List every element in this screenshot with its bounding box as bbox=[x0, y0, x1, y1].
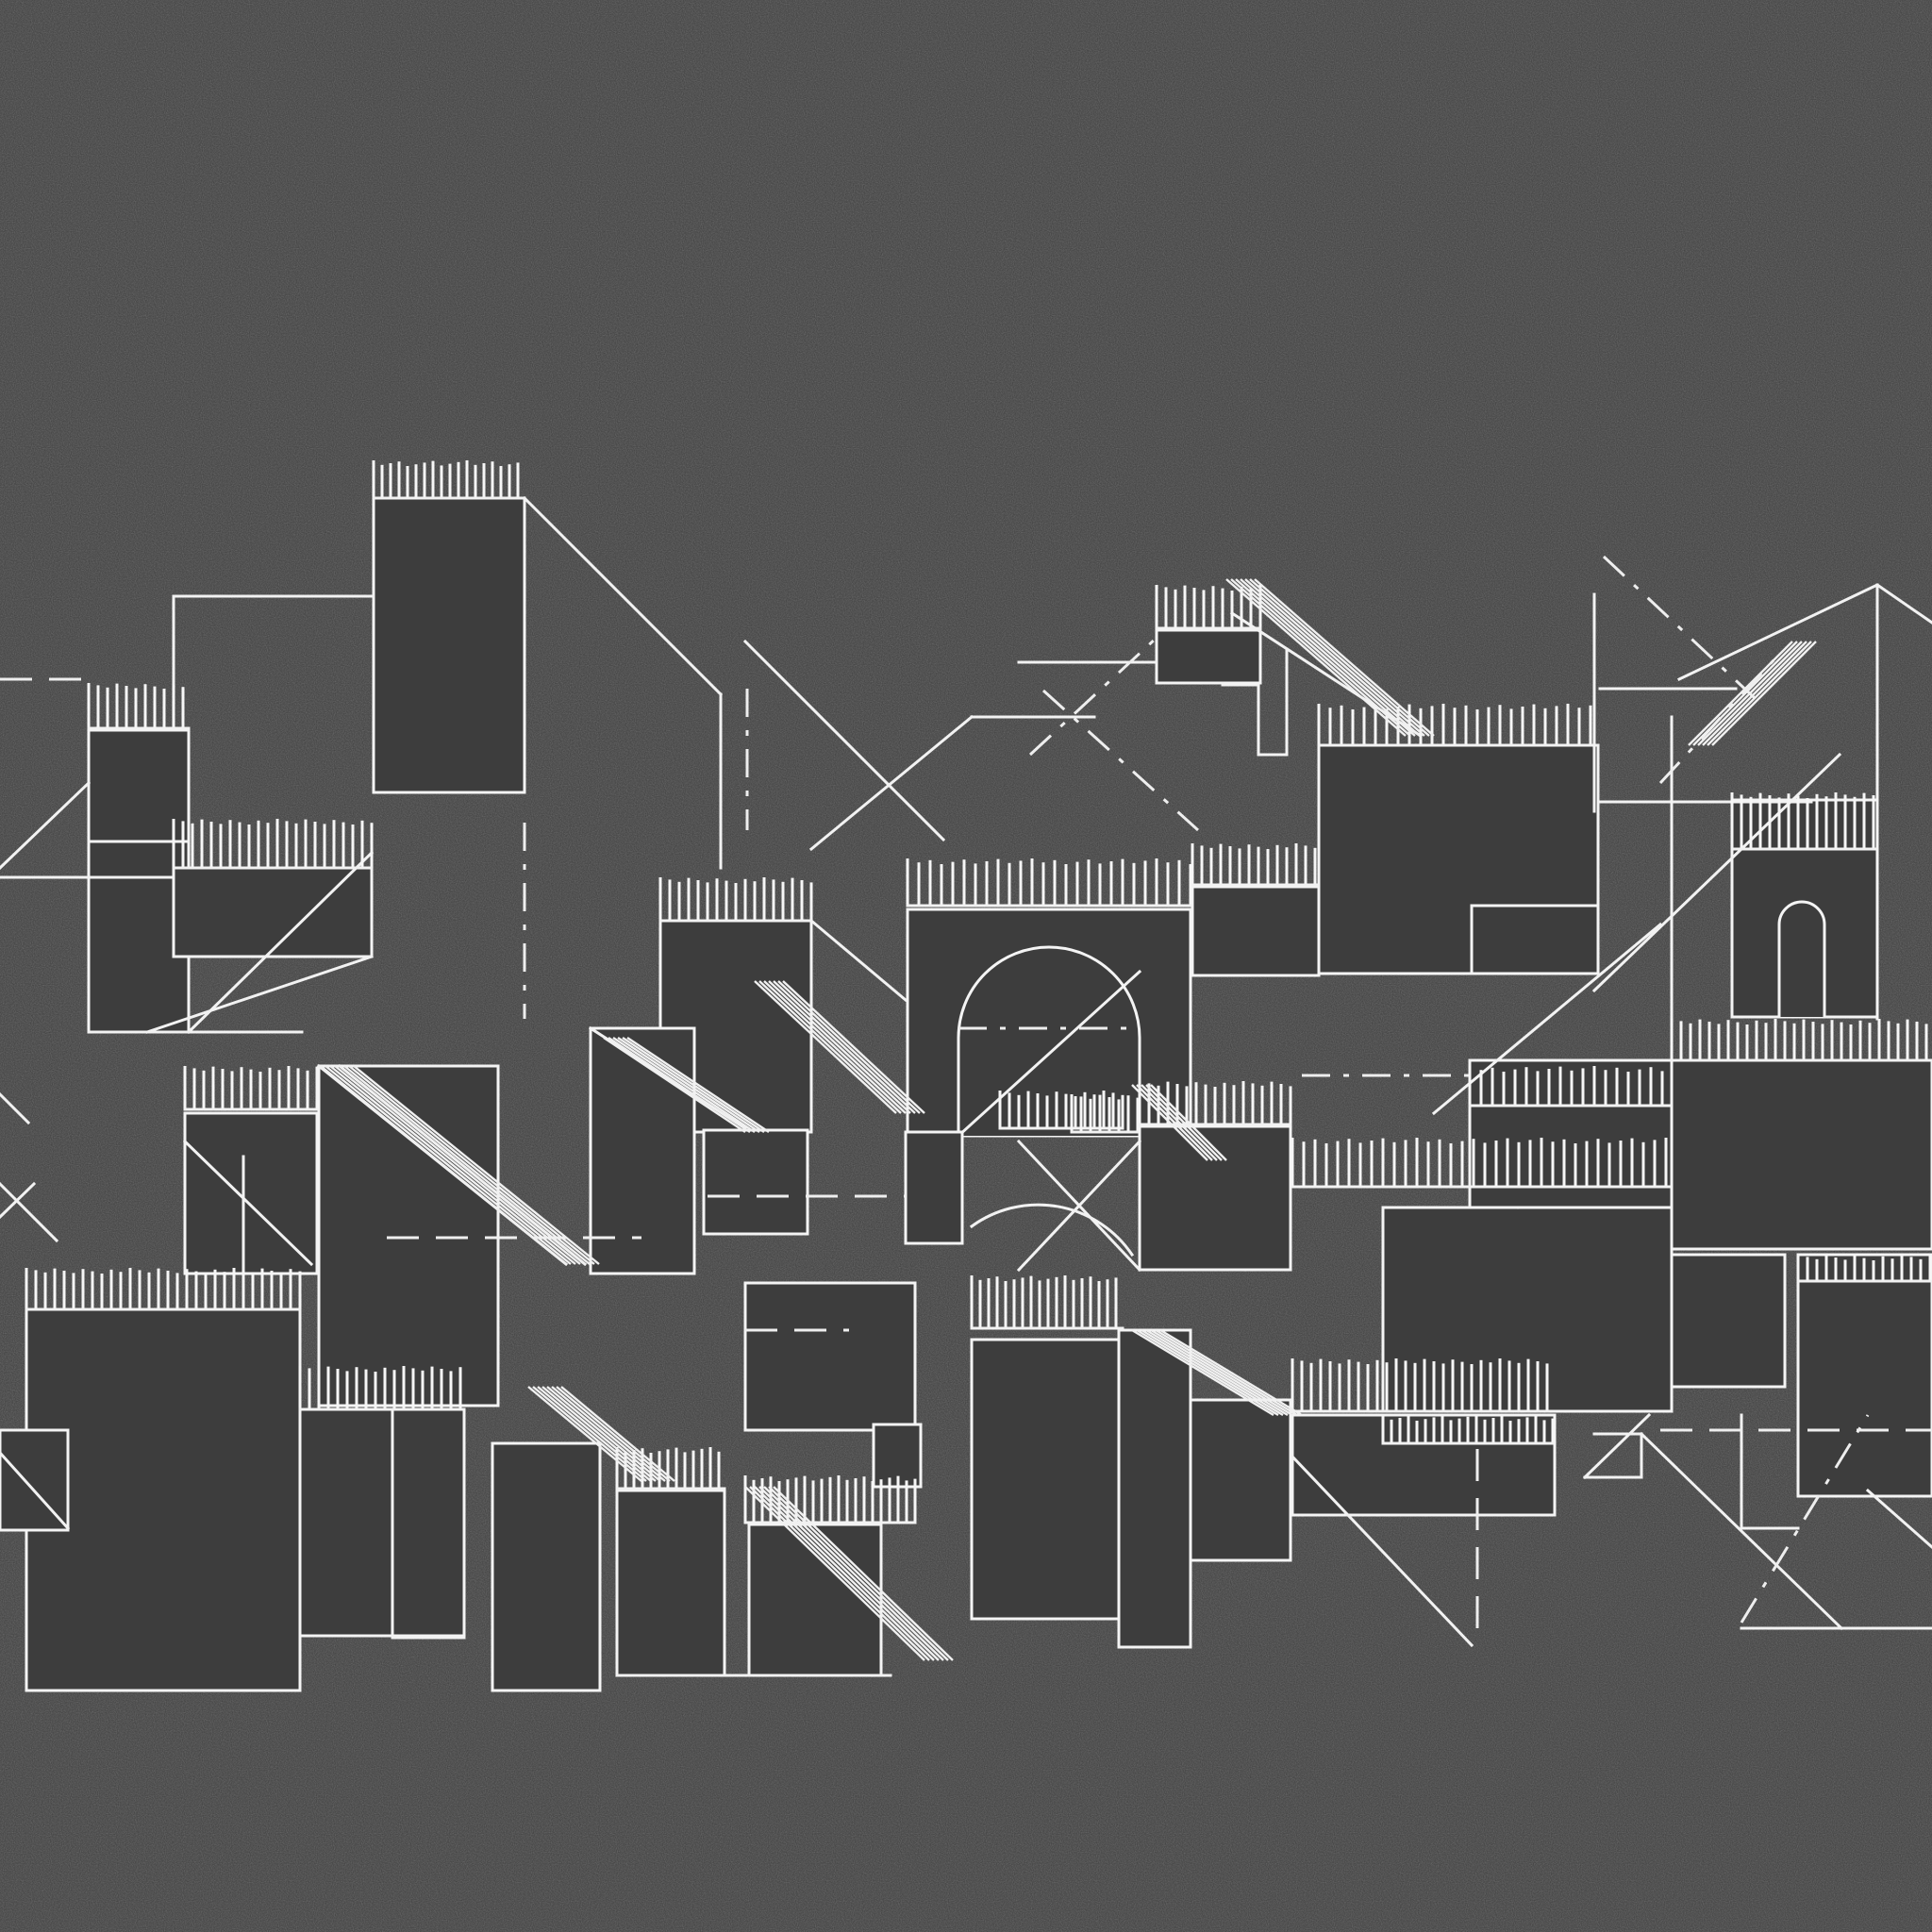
stair-stroke bbox=[782, 980, 925, 1114]
arch-pillar bbox=[970, 1338, 1124, 1621]
base-slab bbox=[1291, 1413, 1557, 1517]
side-block bbox=[1189, 1398, 1292, 1562]
stair-stroke bbox=[1702, 641, 1807, 746]
stair-stroke bbox=[1136, 1328, 1279, 1417]
far-right-column bbox=[1796, 1253, 1932, 1498]
stair-stroke bbox=[763, 1486, 944, 1661]
stair-stroke bbox=[343, 1065, 591, 1265]
stair-stroke bbox=[532, 1386, 647, 1482]
center-block-b bbox=[589, 1026, 696, 1275]
stair-stroke bbox=[1150, 1328, 1293, 1417]
left-bottom-block-b bbox=[298, 1407, 466, 1638]
right-low-box bbox=[1191, 885, 1321, 977]
stair-stroke bbox=[527, 1386, 642, 1482]
stair-stroke bbox=[603, 1037, 746, 1133]
stair-stroke bbox=[608, 1037, 751, 1133]
stair-stroke bbox=[1131, 1084, 1208, 1161]
stair-stroke bbox=[754, 980, 897, 1114]
stair-stroke bbox=[1244, 578, 1425, 737]
big-bottom-left-block bbox=[25, 1307, 302, 1692]
left-mid-block bbox=[172, 866, 374, 958]
stair-stroke bbox=[1235, 578, 1416, 737]
stair-stroke bbox=[1131, 1328, 1274, 1417]
center-block-d bbox=[904, 1130, 964, 1245]
stair-stroke bbox=[1145, 1084, 1223, 1161]
far-right-lower bbox=[1670, 1253, 1787, 1389]
stair-stroke bbox=[744, 1486, 925, 1661]
center-block-c bbox=[702, 1128, 809, 1236]
diagonal-stair-bands bbox=[320, 578, 1817, 1661]
stair-stroke bbox=[1225, 578, 1407, 737]
small-square-left bbox=[0, 1428, 70, 1532]
stair-stroke bbox=[758, 1486, 940, 1661]
stair-stroke bbox=[1230, 578, 1411, 737]
stair-stroke bbox=[1159, 1328, 1303, 1417]
stair-stroke bbox=[768, 1486, 949, 1661]
far-right-block bbox=[1670, 1058, 1932, 1251]
stair-stroke bbox=[1145, 1328, 1289, 1417]
stair-stroke bbox=[763, 980, 907, 1114]
stair-stroke bbox=[1697, 641, 1803, 746]
stair-stroke bbox=[626, 1037, 770, 1133]
stair-stroke bbox=[1688, 641, 1793, 746]
stair-stroke bbox=[556, 1386, 671, 1482]
stair-stroke bbox=[1254, 578, 1435, 737]
stair-stroke bbox=[546, 1386, 661, 1482]
stair-stroke bbox=[612, 1037, 756, 1133]
stair-stroke bbox=[560, 1386, 675, 1482]
stair-stroke bbox=[617, 1037, 760, 1133]
small-arch-door bbox=[1777, 900, 1826, 1017]
stair-stroke bbox=[768, 980, 911, 1114]
stair-stroke bbox=[1136, 1084, 1213, 1161]
pillar-right bbox=[1117, 1328, 1192, 1649]
upper-sub-block bbox=[1470, 904, 1600, 975]
stair-stroke bbox=[353, 1065, 600, 1265]
stair-stroke bbox=[1240, 578, 1421, 737]
right-center-cluster bbox=[1017, 610, 1674, 1648]
stair-stroke bbox=[749, 1486, 930, 1661]
stair-stroke bbox=[551, 1386, 666, 1482]
stair-stroke bbox=[622, 1037, 765, 1133]
stair-stroke bbox=[773, 1486, 954, 1661]
stair-stroke bbox=[1692, 641, 1798, 746]
stair-stroke bbox=[325, 1065, 572, 1265]
stair-stroke bbox=[320, 1065, 567, 1265]
stair-stroke bbox=[1707, 641, 1812, 746]
stair-stroke bbox=[537, 1386, 652, 1482]
stair-stroke bbox=[334, 1065, 581, 1265]
stair-stroke bbox=[1141, 1084, 1218, 1161]
stair-stroke bbox=[329, 1065, 576, 1265]
stair-stroke bbox=[1249, 578, 1430, 737]
stair-stroke bbox=[1711, 641, 1817, 746]
stair-stroke bbox=[541, 1386, 657, 1482]
stair-stroke bbox=[754, 1486, 935, 1661]
far-right-cluster bbox=[1582, 555, 1932, 1631]
tall-tower bbox=[372, 496, 526, 794]
stair-stroke bbox=[758, 980, 902, 1114]
arched-doorway bbox=[957, 945, 1141, 1136]
stair-stroke bbox=[1150, 1084, 1227, 1161]
stair-stroke bbox=[339, 1065, 586, 1265]
stair-stroke bbox=[777, 980, 921, 1114]
stair-stroke bbox=[1155, 1328, 1298, 1417]
small-step bbox=[615, 1489, 726, 1677]
stair-stroke bbox=[1141, 1328, 1284, 1417]
left-cluster bbox=[0, 495, 724, 1692]
left-bottom-block-c bbox=[491, 1441, 602, 1692]
center-block-e bbox=[743, 1281, 917, 1432]
stair-stroke bbox=[773, 980, 916, 1114]
hatched-rooftops bbox=[25, 460, 1932, 1524]
stair-stroke bbox=[348, 1065, 595, 1265]
top-notch-block bbox=[1155, 628, 1262, 685]
